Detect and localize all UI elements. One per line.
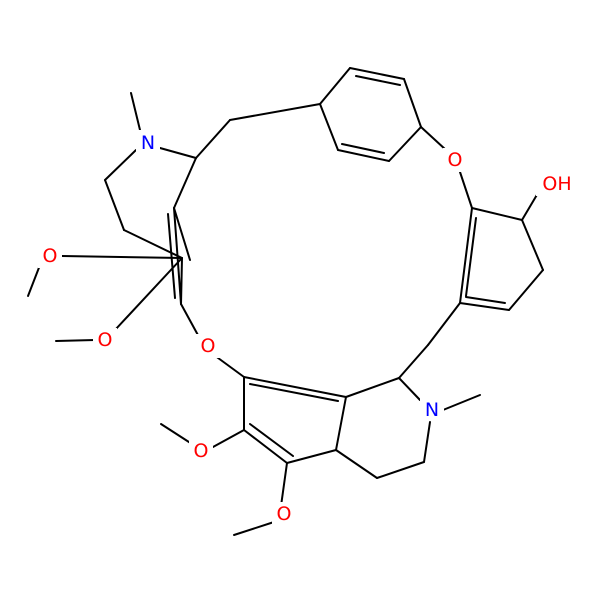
bond — [345, 377, 400, 398]
bond — [337, 149, 390, 162]
bond — [104, 149, 137, 181]
nitrogen-atom-label: N — [141, 132, 155, 154]
bond — [243, 376, 347, 398]
bond — [355, 75, 401, 86]
bond — [459, 171, 473, 209]
oxygen-atom-label: O — [98, 329, 113, 351]
bond — [341, 143, 385, 154]
bond — [442, 394, 481, 411]
bond — [27, 264, 41, 297]
label-backing — [443, 148, 467, 172]
label-backing — [136, 130, 160, 154]
bond — [104, 179, 125, 231]
bond — [349, 67, 405, 80]
bond — [423, 421, 431, 463]
bond — [388, 126, 422, 162]
bond — [114, 257, 183, 331]
bond — [160, 423, 193, 445]
nitrogen-atom-label: N — [425, 399, 439, 421]
bond — [465, 217, 477, 297]
oxygen-atom-label: O — [43, 245, 58, 267]
bond — [180, 257, 183, 305]
bond — [465, 296, 506, 304]
bond — [173, 207, 191, 261]
bond — [280, 462, 288, 507]
bond — [233, 521, 275, 536]
bond — [123, 229, 183, 259]
bond — [61, 255, 183, 259]
bond — [459, 207, 473, 304]
oxygen-atom-label: O — [277, 503, 292, 525]
label-backing — [93, 328, 117, 352]
bond — [521, 219, 544, 271]
bond — [212, 429, 245, 448]
bond — [459, 302, 510, 311]
hydroxyl-label: OH — [542, 173, 571, 195]
bond — [229, 103, 321, 121]
bond — [249, 423, 294, 457]
bond — [213, 354, 245, 378]
label-backing — [420, 397, 444, 421]
atom-labels: N N O OH O O O O O — [38, 130, 578, 526]
label-backing — [189, 439, 213, 463]
bond — [398, 377, 421, 401]
oxygen-atom-label: O — [448, 149, 463, 171]
oxygen-atom-label: O — [194, 440, 209, 462]
bond — [319, 103, 339, 151]
bond — [173, 157, 197, 209]
label-backing — [38, 244, 62, 268]
bond — [55, 339, 96, 342]
bond-lines — [27, 67, 544, 536]
oxygen-atom-label: O — [201, 335, 216, 357]
bond — [180, 303, 200, 338]
bond — [167, 213, 176, 299]
bond — [286, 449, 337, 464]
bond — [335, 449, 378, 479]
bond — [173, 207, 182, 305]
bond — [195, 119, 231, 159]
bond — [243, 429, 288, 464]
bond — [398, 344, 429, 379]
bond — [427, 302, 461, 346]
bond — [471, 207, 523, 221]
bond — [521, 192, 539, 221]
bond — [508, 269, 544, 311]
bond — [335, 396, 347, 451]
bond — [403, 78, 422, 128]
bond — [376, 461, 425, 479]
label-backing — [272, 502, 296, 526]
bond — [159, 147, 197, 159]
bond — [420, 126, 447, 151]
label-backing — [536, 172, 578, 196]
bond — [319, 67, 351, 105]
bond — [249, 383, 339, 402]
bond — [130, 92, 141, 131]
label-backing — [196, 334, 220, 358]
